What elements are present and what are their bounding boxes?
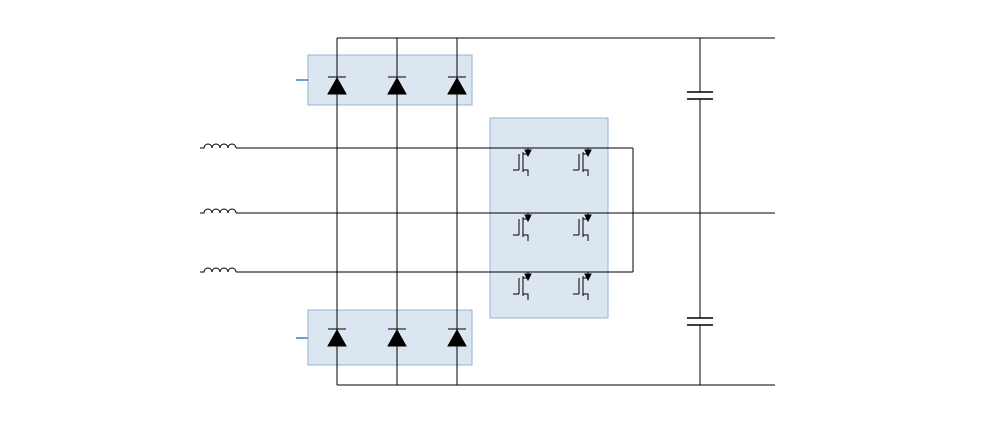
- inductor-phase-c: [200, 267, 237, 273]
- capacitor-bottom-icon: [687, 317, 713, 326]
- top-diode-module-box: [307, 54, 473, 106]
- tap-mark-layer: [296, 79, 308, 339]
- capacitor-top-icon: [687, 91, 713, 100]
- wire-layer: [200, 37, 775, 386]
- inductor-phase-a: [200, 143, 237, 149]
- inductor-phase-b: [200, 208, 237, 214]
- module-layer: [307, 54, 609, 366]
